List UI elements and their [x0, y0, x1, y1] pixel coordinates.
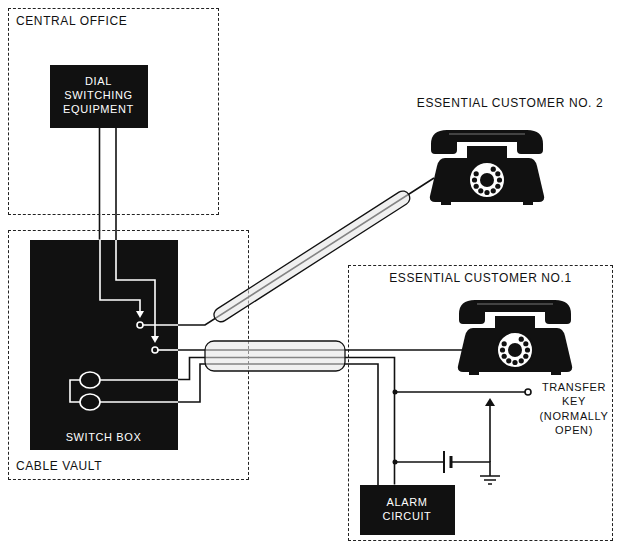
label-text: ESSENTIAL CUSTOMER NO. 2 — [410, 96, 610, 111]
wire — [143, 324, 178, 326]
relay-coil — [80, 394, 100, 410]
armature-arrow — [151, 336, 159, 343]
cable-sheath — [211, 188, 412, 324]
coil-wire — [100, 401, 178, 403]
relay-contacts — [70, 240, 178, 410]
label-text: TRANSFER KEY (NORMALLY OPEN) — [536, 380, 612, 437]
key-arrow — [485, 398, 495, 406]
coil-wire — [100, 379, 178, 381]
telephone — [430, 130, 544, 205]
region-heading: CABLE VAULT — [16, 459, 102, 474]
region-heading: CENTRAL OFFICE — [16, 14, 127, 29]
junction-dot — [393, 460, 398, 465]
armature-wire — [100, 240, 140, 311]
phone-line — [178, 178, 434, 325]
armature-arrow — [136, 311, 144, 318]
cable-sheath — [205, 341, 345, 371]
contact-terminal — [152, 347, 158, 353]
box-label: SWITCH BOX — [66, 431, 142, 445]
wire — [115, 128, 117, 240]
wire — [395, 461, 444, 463]
transfer-circuit — [395, 389, 531, 484]
battery-plate — [443, 451, 445, 473]
box-label: DIAL SWITCHING EQUIPMENT — [59, 75, 139, 116]
equipment-box: ALARM CIRCUIT — [360, 485, 455, 535]
alarm-wire — [178, 364, 378, 485]
box-label: ALARM CIRCUIT — [376, 496, 438, 524]
wire — [451, 462, 490, 476]
coil-wire — [70, 380, 80, 402]
region-box: CENTRAL OFFICE DIAL SWITCHING EQUIPMENT — [8, 8, 219, 215]
wire-connector — [99, 128, 101, 240]
customer-label: ESSENTIAL CUSTOMER NO. 2 — [410, 96, 610, 111]
wire — [158, 349, 178, 351]
key-lever — [489, 405, 491, 462]
junction-dot — [393, 390, 398, 395]
key-label: TRANSFER KEY (NORMALLY OPEN) — [536, 380, 612, 437]
wire-connector — [178, 358, 395, 485]
equipment-box: DIAL SWITCHING EQUIPMENT — [50, 65, 148, 128]
region-heading: ESSENTIAL CUSTOMER NO.1 — [389, 271, 572, 286]
ground-symbol — [480, 476, 500, 484]
armature-wire — [116, 240, 155, 336]
telephone — [458, 300, 572, 375]
relay-coil — [80, 372, 100, 388]
wire — [395, 391, 525, 393]
equipment-box: SWITCH BOX — [30, 240, 178, 450]
cable-sheath — [211, 188, 412, 324]
contact-terminal — [137, 322, 143, 328]
key-contact — [525, 389, 531, 395]
